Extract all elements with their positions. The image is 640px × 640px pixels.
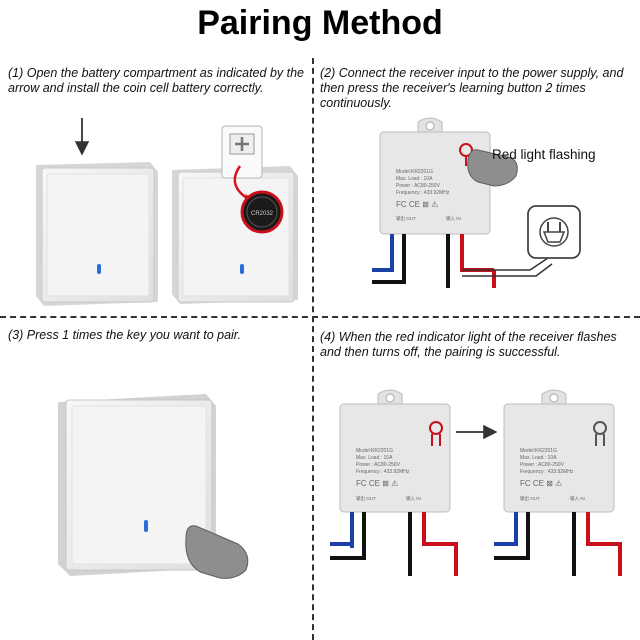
svg-text:Power : AC80-250V: Power : AC80-250V (356, 462, 401, 468)
led-indicator-icon (97, 264, 101, 274)
plus-icon (229, 133, 255, 155)
receiver-module-off: Model:KR2201G Max. Load : 10A Power : AC… (503, 389, 615, 513)
svg-text:FC CE ⊠ ⚠: FC CE ⊠ ⚠ (520, 479, 562, 488)
step-4-text: (4) When the red indicator light of the … (320, 330, 617, 359)
step-1-text: (1) Open the battery compartment as indi… (8, 66, 304, 95)
svg-text:Frequency : 433.92MHz: Frequency : 433.92MHz (396, 190, 450, 196)
svg-text:Power : AC80-250V: Power : AC80-250V (520, 462, 565, 468)
svg-text:输入 IN: 输入 IN (446, 215, 461, 222)
step-2-text: (2) Connect the receiver input to the po… (320, 66, 624, 110)
svg-text:输入 IN: 输入 IN (570, 495, 585, 502)
wires-receiver-1 (330, 512, 458, 576)
svg-text:输入 IN: 输入 IN (406, 495, 421, 502)
svg-text:CR2032: CR2032 (251, 211, 274, 217)
svg-text:输出 OUT: 输出 OUT (520, 495, 540, 502)
vertical-divider (312, 58, 314, 640)
red-light-flashing-label: Red light flashing (492, 147, 596, 162)
svg-text:Model:KR2201G: Model:KR2201G (356, 448, 393, 454)
svg-text:Max. Load : 10A: Max. Load : 10A (520, 455, 557, 461)
switch-closed (36, 162, 158, 306)
hand-pointer-icon (467, 149, 518, 187)
switch-battery-open: CR2032 (172, 125, 298, 304)
switch-large (58, 394, 216, 576)
svg-text:Max. Load : 10A: Max. Load : 10A (356, 455, 393, 461)
svg-text:Power : AC80-250V: Power : AC80-250V (396, 183, 441, 189)
svg-text:FC CE ⊠ ⚠: FC CE ⊠ ⚠ (396, 200, 438, 209)
svg-text:Frequency : 433.92MHz: Frequency : 433.92MHz (520, 469, 574, 475)
power-plug-icon (527, 205, 581, 259)
svg-text:Max. Load : 10A: Max. Load : 10A (396, 176, 433, 182)
horizontal-divider (0, 316, 640, 318)
receiver-module: Model:KR2201G Max. Load : 10A Power : AC… (379, 117, 491, 235)
svg-text:输出 OUT: 输出 OUT (396, 215, 416, 222)
led-indicator-icon (144, 520, 148, 532)
svg-text:Model:KR2201G: Model:KR2201G (520, 448, 557, 454)
svg-text:FC CE ⊠ ⚠: FC CE ⊠ ⚠ (356, 479, 398, 488)
page-title: Pairing Method (197, 4, 443, 42)
led-indicator-icon (240, 264, 244, 274)
step-3-text: (3) Press 1 times the key you want to pa… (8, 328, 241, 342)
wires-receiver (372, 234, 553, 288)
receiver-module-flashing: Model:KR2201G Max. Load : 10A Power : AC… (339, 389, 451, 513)
wires-receiver-2 (494, 512, 622, 576)
svg-text:输出 OUT: 输出 OUT (356, 495, 376, 502)
svg-text:Frequency : 433.92MHz: Frequency : 433.92MHz (356, 469, 410, 475)
coin-battery-icon: CR2032 (240, 190, 284, 234)
hand-pointer-icon (185, 525, 249, 579)
svg-text:Model:KR2201G: Model:KR2201G (396, 169, 433, 175)
